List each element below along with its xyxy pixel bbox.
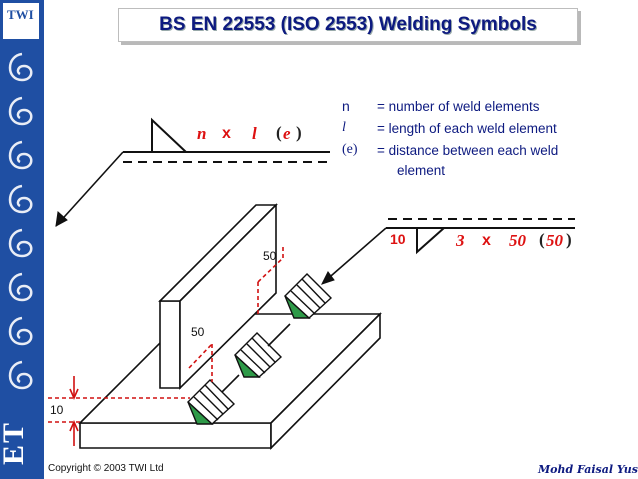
formula-close-right: ): [566, 230, 572, 249]
formula-x: x: [222, 125, 231, 142]
pitch-label-lower: 50: [191, 325, 205, 339]
arrow-head: [321, 271, 335, 285]
pitch-line: [221, 374, 240, 393]
legend-symbol-e: (e): [342, 142, 358, 157]
formula-open: (: [276, 123, 282, 142]
twi-logo: TWI: [2, 2, 40, 40]
pitch-label-upper: 50: [263, 249, 277, 263]
pitch-dimension: [188, 343, 213, 369]
dimension-lines: [48, 244, 284, 446]
weld-element: [186, 379, 236, 425]
fillet-symbol: [416, 227, 445, 255]
copyright: Copyright © 2003 TWI Ltd: [48, 463, 164, 474]
sidebar: TWI ET: [0, 0, 44, 479]
slide-title: BS EN 22553 (ISO 2553) Welding Symbols: [118, 8, 578, 42]
top-symbol: [55, 117, 330, 227]
legend-symbol-l: l: [342, 120, 346, 135]
plate-height-label: 10: [50, 403, 64, 417]
t-joint: [78, 203, 382, 450]
formula-l-value: 50: [509, 231, 526, 250]
pitch-line: [267, 323, 291, 347]
author-signature: Mohd Faisal Yusof: [538, 463, 638, 476]
web-plate-front: [159, 300, 181, 389]
arrow-head: [55, 211, 68, 227]
web-plate-side: [179, 203, 277, 390]
arrow-line: [323, 227, 387, 283]
formula-n: n: [197, 124, 207, 143]
base-plate-front: [79, 422, 272, 449]
legend-symbol-n: n: [342, 98, 350, 114]
legend-text-e-cont: element: [397, 163, 446, 178]
formula-close: ): [296, 123, 302, 142]
formula-e: e: [283, 124, 291, 143]
right-symbol: [321, 218, 575, 285]
legend-text-l: = length of each weld element: [377, 121, 557, 136]
legend-text-e: = distance between each weld: [377, 143, 559, 158]
size-label: 10: [390, 231, 406, 247]
formula-n-value: 3: [456, 231, 465, 250]
arrow-line: [55, 151, 124, 227]
formula-l: l: [252, 124, 257, 143]
formula-x-right: x: [482, 232, 491, 249]
legend-text-n: = number of weld elements: [377, 99, 540, 114]
weld-elements: [186, 273, 333, 425]
weld-element: [233, 332, 283, 378]
fillet-symbol: [151, 117, 187, 153]
sidebar-pattern: [8, 52, 33, 390]
weld-element: [283, 273, 333, 319]
base-plate-side: [270, 312, 381, 450]
formula-e-value: 50: [546, 231, 563, 250]
logo-text: TWI: [7, 7, 34, 22]
formula-open-right: (: [539, 230, 545, 249]
